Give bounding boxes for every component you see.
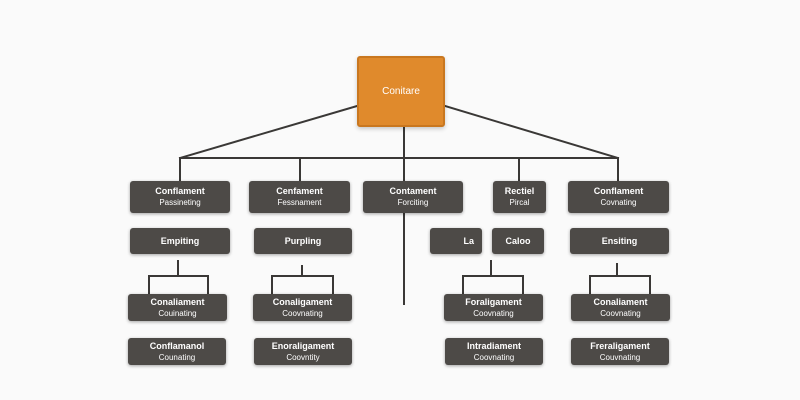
- level1-node-4: Rectiel Pircal: [493, 181, 546, 213]
- node-title: Ensiting: [601, 235, 638, 246]
- node-title: Rectiel: [504, 186, 535, 196]
- level2-node-4: Caloo: [492, 228, 544, 254]
- node-title: Foraligament: [465, 296, 522, 307]
- root-node: Conitare: [357, 56, 445, 127]
- level1-node-1: Conflament Passineting: [130, 181, 230, 213]
- node-title: Caloo: [505, 235, 531, 246]
- node-subtitle: Forciting: [397, 198, 429, 207]
- node-title: Empiting: [160, 235, 200, 246]
- node-title: Intradiament: [466, 340, 521, 351]
- node-subtitle: Passineting: [159, 198, 201, 207]
- level1-node-3: Contament Forciting: [363, 181, 463, 213]
- node-subtitle: Covnating: [600, 198, 637, 207]
- wire-root-right: [443, 104, 620, 160]
- level3-node-1: Conaliament Couinating: [128, 294, 227, 321]
- level2-node-2: Purpling: [254, 228, 352, 254]
- node-title: Cenfament: [276, 186, 323, 196]
- node-title: Conaligament: [272, 296, 333, 307]
- root-node-label: Conitare: [382, 86, 420, 97]
- node-title: Conaliament: [150, 296, 205, 307]
- node-title: Enoraligament: [271, 340, 335, 351]
- node-subtitle: Fessnament: [277, 198, 322, 207]
- node-title: Conflament: [593, 186, 644, 196]
- level1-node-2: Cenfament Fessnament: [249, 181, 350, 213]
- node-title: Conflament: [155, 186, 205, 196]
- level4-node-2: Enoraligament Coovntity: [254, 338, 352, 365]
- wire-root-left: [178, 104, 359, 160]
- level4-node-3: Intradiament Coovnating: [445, 338, 543, 365]
- node-subtitle: Coovnating: [600, 308, 641, 318]
- level3-node-3: Foraligament Coovnating: [444, 294, 543, 321]
- node-subtitle: Couvnating: [599, 352, 641, 362]
- level3-node-4: Conaliament Coovnating: [571, 294, 670, 321]
- level2-node-5: Ensiting: [570, 228, 669, 254]
- level2-node-1: Empiting: [130, 228, 230, 254]
- level2-node-3: La: [430, 228, 482, 254]
- node-title: La: [463, 235, 474, 246]
- node-subtitle: Pircal: [509, 198, 530, 207]
- node-subtitle: Coovnating: [473, 352, 515, 362]
- level3-node-2: Conaligament Coovnating: [253, 294, 352, 321]
- node-title: Freraligament: [590, 340, 650, 351]
- level4-node-1: Conflamanol Counating: [128, 338, 226, 365]
- level1-node-5: Conflament Covnating: [568, 181, 669, 213]
- node-title: Conflamanol: [149, 340, 205, 351]
- node-subtitle: Coovnating: [282, 308, 323, 318]
- node-subtitle: Coovnating: [473, 308, 514, 318]
- node-subtitle: Couinating: [158, 308, 197, 318]
- node-subtitle: Coovntity: [286, 352, 320, 362]
- node-title: Conaliament: [593, 296, 648, 307]
- node-title: Contament: [389, 186, 437, 196]
- node-title: Purpling: [284, 235, 322, 246]
- level4-node-4: Freraligament Couvnating: [571, 338, 669, 365]
- node-subtitle: Counating: [158, 352, 196, 362]
